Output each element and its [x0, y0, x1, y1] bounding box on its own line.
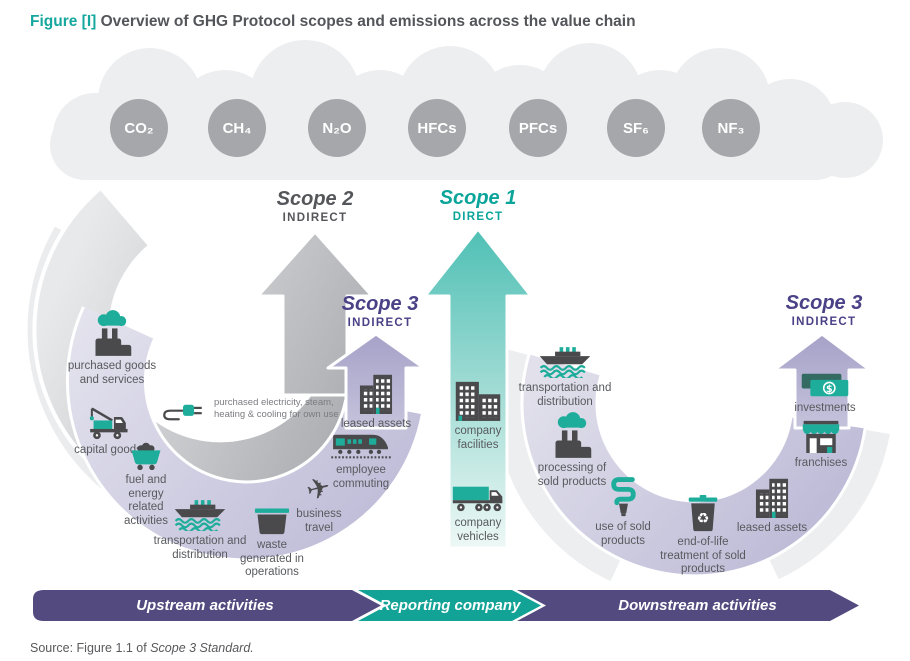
item-waste: waste generated in operations: [231, 506, 313, 580]
item-fuel-energy: fuel and energy related activities: [111, 441, 181, 528]
gas-label: N₂O: [322, 119, 352, 137]
scope2-name: Scope 2: [276, 188, 354, 210]
item-label: leased assets: [736, 522, 808, 534]
gas-label: NF₃: [717, 119, 745, 137]
figure-number: Figure [I]: [30, 13, 97, 30]
item-transportation-downstream: transportation and distribution: [511, 347, 619, 409]
gas-circle-nf3: NF₃: [702, 99, 760, 157]
item-end-of-life: end-of-life treatment of sold products: [655, 495, 751, 577]
figure-title: Figure [I] Overview of GHG Protocol scop…: [30, 13, 636, 31]
item-label: purchased electricity, steam, heating & …: [214, 397, 339, 420]
storefront-icon: [802, 420, 840, 453]
item-leased-assets-upstream: leased assets: [330, 373, 422, 432]
item-label: business travel: [296, 508, 342, 534]
dumpster-icon: [254, 508, 290, 535]
gas-circle-pfcs: PFCs: [509, 99, 567, 157]
item-label: investments: [794, 402, 856, 414]
bar-upstream-shape: [33, 590, 381, 621]
factory-with-cloud-icon: [555, 412, 592, 458]
city-buildings-icon: [455, 381, 501, 421]
source-prefix: Source: Figure 1.1 of: [30, 641, 151, 655]
money-bills-icon: [800, 373, 850, 397]
scope1-heading: Scope 1 DIRECT: [408, 187, 548, 224]
item-use-sold-products: use of sold products: [583, 476, 663, 548]
item-business-travel: business travel: [291, 474, 347, 535]
item-label: use of sold products: [595, 521, 651, 547]
item-label: franchises: [794, 457, 848, 469]
office-building-icon: [359, 374, 393, 414]
gas-label: HFCs: [417, 119, 457, 137]
scope2-heading: Scope 2 INDIRECT: [245, 188, 385, 225]
scope3-upstream-heading: Scope 3 INDIRECT: [310, 293, 450, 330]
item-label: purchased goods and services: [67, 360, 157, 386]
faint-arc-right-edge: [763, 427, 890, 580]
item-label: processing of sold products: [537, 462, 607, 488]
item-label: end-of-life treatment of sold products: [660, 536, 746, 576]
gas-circle-co2: CO₂: [110, 99, 168, 157]
item-label: capital goods: [74, 444, 142, 456]
item-label: transportation and distribution: [518, 382, 612, 408]
bar-label-downstream: Downstream activities: [618, 597, 777, 614]
item-franchises: franchises: [781, 420, 861, 471]
scope2-type: INDIRECT: [282, 212, 348, 224]
cargo-ship-icon: [538, 347, 592, 378]
scope3-name: Scope 3: [341, 293, 419, 315]
gas-label: CH₄: [222, 119, 252, 137]
commuter-train-icon: [331, 433, 391, 459]
item-leased-assets-downstream: leased assets: [726, 477, 818, 536]
cargo-ship-icon: [173, 500, 227, 531]
item-label: leased assets: [340, 418, 412, 430]
item-label: company vehicles: [454, 517, 502, 543]
item-capital-goods: capital goods: [60, 406, 156, 458]
cloud-band: [50, 40, 883, 180]
bar-label-reporting: Reporting company: [379, 597, 521, 614]
gas-circle-ch4: CH₄: [208, 99, 266, 157]
scope1-type: DIRECT: [452, 211, 504, 223]
item-employee-commuting: employee commuting: [319, 433, 403, 491]
gas-label: SF₆: [623, 119, 649, 137]
source-note: Source: Figure 1.1 of Scope 3 Standard.: [30, 641, 254, 655]
bar-reporting-shape: [357, 588, 545, 623]
item-purchased-goods: purchased goods and services: [64, 310, 160, 387]
gas-label: PFCs: [518, 119, 558, 137]
bar-downstream-shape: [516, 588, 863, 623]
item-purchased-electricity: purchased electricity, steam, heating & …: [160, 396, 366, 422]
scope1-name: Scope 1: [439, 187, 517, 209]
item-company-facilities: company facilities: [438, 380, 518, 452]
item-processing-sold-products: processing of sold products: [527, 412, 617, 489]
item-label: employee commuting: [332, 464, 390, 490]
cfl-bulb-icon: [610, 476, 637, 517]
gas-circle-sf6: SF₆: [607, 99, 665, 157]
factory-with-cloud-icon: [95, 310, 132, 356]
scope3-type: INDIRECT: [347, 317, 413, 329]
item-label: transportation and distribution: [153, 535, 247, 561]
item-company-vehicles: company vehicles: [446, 482, 510, 544]
office-building-icon: [755, 478, 789, 518]
scope3-type: INDIRECT: [791, 316, 857, 328]
figure-title-text: Overview of GHG Protocol scopes and emis…: [96, 13, 636, 30]
faint-arc-right-outer: [494, 347, 628, 582]
item-label: waste generated in operations: [240, 539, 304, 579]
source-work-title: Scope 3 Standard.: [150, 641, 254, 655]
item-investments: investments: [777, 372, 873, 416]
gas-circle-hfcs: HFCs: [408, 99, 466, 157]
mine-cart-icon: [131, 442, 161, 470]
item-label: company facilities: [454, 425, 502, 451]
crane-truck-icon: [88, 407, 129, 440]
item-transportation-upstream: transportation and distribution: [146, 500, 254, 562]
bar-label-upstream: Upstream activities: [136, 597, 274, 614]
gas-circle-n2o: N₂O: [308, 99, 366, 157]
recycle-bin-icon: [688, 495, 718, 532]
gas-label: CO₂: [124, 119, 154, 137]
plug-icon: [163, 403, 203, 421]
scope3-name: Scope 3: [785, 292, 863, 314]
delivery-truck-icon: [452, 486, 503, 512]
scope3-downstream-heading: Scope 3 INDIRECT: [754, 292, 894, 329]
item-label: fuel and energy related activities: [123, 474, 169, 527]
